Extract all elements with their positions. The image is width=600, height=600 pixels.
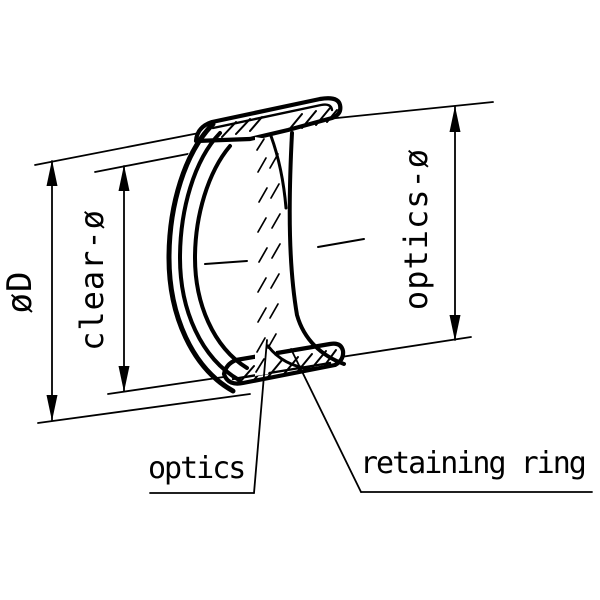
retaining-ring-label: retaining ring: [360, 446, 585, 481]
clear-aperture-label: clear-ø: [73, 209, 111, 351]
lens-section: [255, 131, 346, 376]
hatch-line: [287, 113, 303, 132]
dimension-optics-diameter: optics-ø: [397, 106, 461, 341]
glass-hatch-line: [271, 243, 281, 259]
retaining-ring-top-face-line: [211, 103, 334, 130]
arrowhead-down-icon: [118, 366, 130, 392]
glass-hatch-line: [271, 213, 281, 229]
arrowhead-up-icon: [46, 160, 58, 186]
glass-hatch-line: [256, 138, 265, 151]
glass-hatch-line: [270, 273, 280, 289]
retaining-ring-top-section: [193, 96, 343, 144]
glass-hatch-line: [257, 307, 267, 323]
clear-aperture-arc: [192, 144, 249, 370]
centerline-dash-right: [317, 238, 365, 248]
retaining-ring-top-hatch: [221, 107, 338, 138]
arrowhead-up-icon: [449, 106, 461, 132]
hatch-line: [249, 116, 263, 132]
optics-diameter-label: optics-ø: [397, 148, 435, 310]
glass-hatch-line: [269, 303, 279, 319]
lens-edge-curves: [266, 131, 346, 371]
outer-rim-arc: [166, 121, 236, 394]
callout-optics: optics: [148, 339, 268, 494]
hatch-line: [267, 359, 283, 378]
glass-hatch-line: [255, 358, 265, 373]
retaining-ring-leader-line: [290, 348, 362, 493]
outer-diameter-label: øD: [0, 271, 40, 314]
outer-diameter-bottom-extension-line: [37, 393, 251, 424]
lens-edge-crossing-top: [269, 134, 288, 210]
lens-section-outline: [255, 137, 287, 376]
hatch-line: [315, 107, 331, 126]
glass-hatch-line: [258, 247, 268, 263]
lens-rear-edge-curve: [287, 131, 346, 366]
hatch-line: [301, 110, 317, 129]
hatch-line: [235, 118, 251, 135]
arrowhead-up-icon: [118, 165, 130, 191]
outer-rim-inner-arc: [177, 131, 241, 382]
lens-edge-crossing-bottom: [266, 344, 313, 371]
arrowhead-down-icon: [46, 395, 58, 421]
optical-axis-centerline: [204, 238, 365, 265]
dimension-outer-diameter: øD: [0, 160, 58, 421]
glass-hatch-line: [270, 183, 280, 199]
callout-retaining-ring: retaining ring: [290, 348, 593, 493]
hatch-line: [326, 109, 338, 123]
retaining-ring-bottom-outline: [221, 341, 346, 386]
glass-hatch-line: [257, 277, 267, 293]
glass-hatch-line: [258, 187, 268, 203]
dimension-clear-aperture: clear-ø: [73, 165, 130, 392]
optics-label: optics: [148, 451, 244, 486]
clear-aperture-bottom-extension-line: [107, 373, 245, 395]
hatch-line: [221, 121, 237, 138]
optics-leader-line: [253, 339, 268, 494]
centerline-dash-left: [204, 260, 248, 265]
glass-hatch-line: [257, 157, 267, 173]
arrowhead-down-icon: [449, 315, 461, 341]
hatch-line: [239, 365, 255, 383]
glass-hatch-line: [256, 337, 266, 353]
glass-hatch-line: [257, 217, 267, 233]
ring-front-rim-arcs: [166, 121, 249, 394]
